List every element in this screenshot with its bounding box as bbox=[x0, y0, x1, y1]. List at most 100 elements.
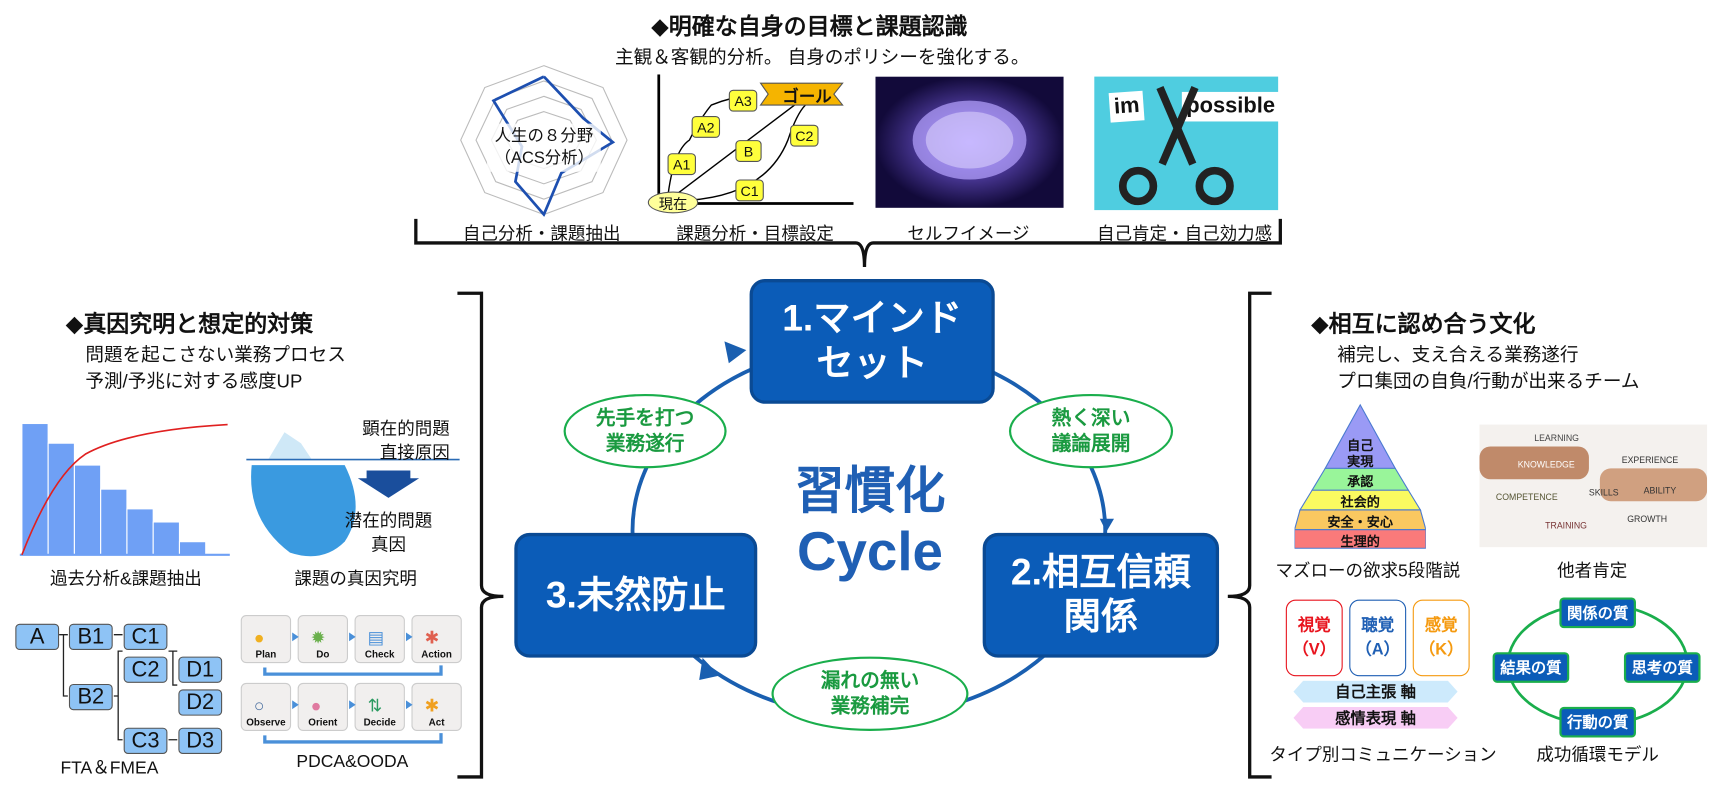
center-cycle: Cycle bbox=[796, 520, 943, 583]
maslow-esteem: 承認 bbox=[1347, 473, 1374, 490]
caption-hands: 他者肯定 bbox=[1557, 562, 1628, 582]
right-sub2: プロ集団の自負/行動が出来るチーム bbox=[1337, 370, 1640, 392]
top-title: ◆明確な自身の目標と課題認識 bbox=[651, 14, 968, 40]
handshake-image: LEARNING KNOWLEDGE EXPERIENCE SKILLS ABI… bbox=[1479, 424, 1708, 548]
word: ABILITY bbox=[1643, 485, 1677, 496]
vak-code: （K） bbox=[1418, 640, 1464, 659]
vak-label: 感覚 bbox=[1424, 615, 1458, 635]
iceberg-visible-problem: 顕在的問題 bbox=[362, 420, 450, 439]
right-title: ◆相互に認め合う文化 bbox=[1310, 311, 1536, 338]
fta-node-b2: B2 bbox=[68, 683, 113, 711]
right-sub1: 補完し、支え合える業務遂行 bbox=[1337, 344, 1579, 366]
step-a3: A3 bbox=[728, 89, 758, 112]
svg-text:✱: ✱ bbox=[425, 627, 440, 647]
caption-goal-setting: 課題分析・目標設定 bbox=[676, 225, 834, 245]
fta-node-c2: C2 bbox=[123, 656, 168, 683]
step-a1: A1 bbox=[667, 153, 696, 176]
iceberg-image bbox=[246, 432, 460, 557]
fta-node-b1: B1 bbox=[68, 623, 113, 651]
vak-visual: 視覚（V） bbox=[1285, 599, 1343, 677]
word: TRAINING bbox=[1545, 520, 1587, 531]
svg-text:●: ● bbox=[254, 627, 265, 647]
oval-proactive: 先手を打つ業務遂行 bbox=[563, 393, 727, 469]
iceberg-direct-cause: 直接原因 bbox=[379, 444, 450, 463]
radar-chart-image bbox=[460, 65, 628, 217]
step-c1: C1 bbox=[735, 179, 764, 202]
quality-action: 行動の質 bbox=[1559, 706, 1636, 738]
goal-label: ゴール bbox=[782, 87, 832, 107]
caption-pdca: PDCA&OODA bbox=[296, 752, 409, 772]
svg-text:⇅: ⇅ bbox=[368, 695, 383, 715]
axis-assertiveness: 自己主張 軸 bbox=[1293, 680, 1458, 703]
oval-discussion: 熱く深い議論展開 bbox=[1008, 393, 1174, 469]
caption-self-analysis: 自己分析・課題抽出 bbox=[462, 225, 621, 245]
fta-node-a: A bbox=[15, 623, 60, 651]
oval-text: 漏れの無い bbox=[820, 669, 920, 692]
left-title: ◆真因究明と想定的対策 bbox=[65, 311, 314, 338]
center-title: 習慣化 bbox=[794, 461, 946, 519]
oval-text: 熱く深い bbox=[1051, 406, 1131, 429]
word: COMPETENCE bbox=[1495, 492, 1558, 503]
caption-maslow: マズローの欲求5段階説 bbox=[1275, 562, 1461, 582]
step-b: B bbox=[735, 140, 762, 162]
pdca-action: Action bbox=[411, 614, 462, 664]
word: GROWTH bbox=[1627, 514, 1668, 525]
caption-fta: FTA＆FMEA bbox=[60, 759, 159, 779]
oval-text: 業務遂行 bbox=[605, 432, 685, 455]
axis-expressiveness: 感情表現 軸 bbox=[1293, 706, 1458, 729]
vak-code: （A） bbox=[1355, 640, 1401, 659]
step-2-line2: 関係 bbox=[1063, 596, 1139, 638]
svg-text:✱: ✱ bbox=[425, 695, 440, 715]
word: LEARNING bbox=[1534, 433, 1579, 444]
word: SKILLS bbox=[1588, 488, 1619, 498]
left-sub1: 問題を起こさない業務プロセス bbox=[85, 344, 346, 366]
word: EXPERIENCE bbox=[1621, 455, 1679, 466]
arrow-to-box3 bbox=[699, 657, 720, 680]
top-subtitle: 主観＆客観的分析。 自身のポリシーを強化する。 bbox=[614, 47, 1030, 68]
vak-label: 聴覚 bbox=[1361, 615, 1395, 635]
ooda-observe: Observe bbox=[240, 682, 292, 731]
step-2-line1: 2.相互信頼 bbox=[1010, 551, 1191, 594]
impossible-scissors-image: im possible bbox=[1094, 76, 1280, 211]
vak-kinesthetic: 感覚 （K） bbox=[1412, 599, 1470, 677]
ooda-act: Act bbox=[411, 682, 462, 731]
left-brace bbox=[457, 291, 504, 779]
left-sub2: 予測/予兆に対する感度UP bbox=[85, 370, 303, 392]
step-1-line2: セット bbox=[816, 342, 928, 385]
svg-text:▤: ▤ bbox=[368, 627, 385, 647]
caption-self-image: セルフイメージ bbox=[907, 225, 1030, 245]
oval-text: 先手を打つ bbox=[595, 406, 695, 429]
top-brace bbox=[414, 218, 1282, 268]
maslow-social: 社会的 bbox=[1340, 494, 1380, 510]
caption-success-cycle: 成功循環モデル bbox=[1536, 746, 1659, 765]
quality-result: 結果の質 bbox=[1492, 652, 1570, 683]
ooda-orient: Orient bbox=[297, 682, 348, 731]
step-2-trust: 2.相互信頼関係 bbox=[982, 532, 1220, 658]
quality-relationship: 関係の質 bbox=[1559, 597, 1636, 629]
iceberg-latent-problem: 潜在的問題 bbox=[344, 512, 433, 531]
brain-image bbox=[875, 76, 1064, 208]
oval-text: 業務補完 bbox=[830, 694, 910, 717]
pareto-chart-image bbox=[19, 422, 230, 556]
svg-text:✹: ✹ bbox=[311, 627, 326, 647]
vak-code: （V） bbox=[1292, 640, 1337, 659]
step-1-line1: 1.マインド bbox=[782, 297, 963, 340]
arrow-to-box2 bbox=[1099, 518, 1114, 532]
pdca-arrows: ●✹▤✱ ○●⇅✱ bbox=[254, 627, 443, 744]
pdca-do: Do bbox=[297, 614, 348, 664]
quality-thinking: 思考の質 bbox=[1623, 652, 1701, 683]
step-c2: C2 bbox=[790, 124, 819, 147]
caption-iceberg: 課題の真因究明 bbox=[294, 570, 417, 589]
ooda-decide: Decide bbox=[354, 682, 405, 731]
iceberg-root-cause: 真因 bbox=[370, 536, 406, 555]
svg-text:●: ● bbox=[311, 695, 322, 715]
maslow-self-1: 自己 bbox=[1347, 437, 1374, 454]
fta-node-d3: D3 bbox=[178, 727, 223, 754]
maslow-pyramid bbox=[1294, 403, 1426, 549]
fta-node-c3: C3 bbox=[123, 727, 168, 754]
fta-node-d2: D2 bbox=[178, 689, 223, 716]
caption-self-efficacy: 自己肯定・自己効力感 bbox=[1097, 225, 1273, 245]
oval-complement: 漏れの無い業務補完 bbox=[771, 656, 969, 731]
caption-vak: タイプ別コミュニケーション bbox=[1269, 746, 1497, 765]
